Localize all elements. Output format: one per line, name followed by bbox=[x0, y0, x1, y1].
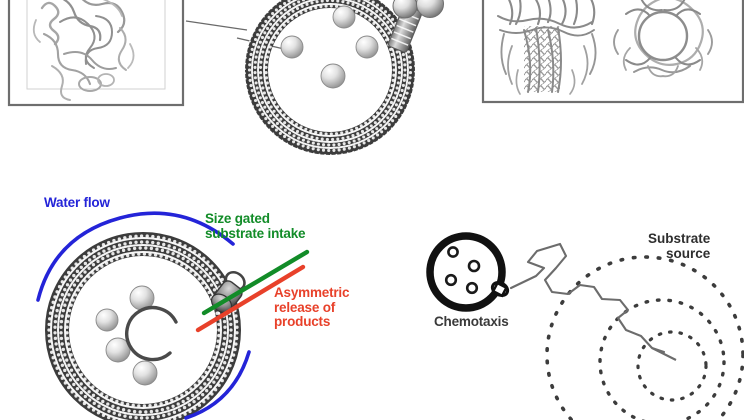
mech-sphere-2 bbox=[95, 308, 119, 332]
water-flow-arrow-top bbox=[36, 211, 233, 302]
product-release-arrow bbox=[195, 267, 303, 333]
enzyme-panel-inner-frame bbox=[26, 0, 166, 90]
chemotaxis-cargo-dots bbox=[444, 246, 481, 295]
mech-sphere-4 bbox=[132, 360, 158, 386]
chemotaxis-vesicle bbox=[426, 232, 510, 312]
polymersome-cross-section bbox=[245, 0, 444, 155]
gradient-ring-inner bbox=[636, 330, 708, 402]
label-chemotaxis: Chemotaxis bbox=[434, 314, 509, 329]
channel-panel-border bbox=[481, 0, 744, 104]
substrate-gradient-rings bbox=[545, 255, 744, 420]
external-sphere-2 bbox=[416, 0, 444, 18]
gradient-ring-outer bbox=[545, 255, 744, 420]
enzyme-structure-panel bbox=[7, 0, 185, 107]
gradient-ring-middle bbox=[598, 298, 726, 420]
mech-sphere-3 bbox=[105, 337, 131, 363]
label-water-flow: Water flow bbox=[44, 195, 110, 210]
label-size-gated-substrate-intake: Size gated substrate intake bbox=[205, 211, 306, 241]
lumen-sphere-2 bbox=[280, 35, 304, 59]
channel-structure-panel bbox=[481, 0, 744, 104]
random-walk-path bbox=[509, 242, 676, 360]
enzyme-ribbon-icon bbox=[32, 0, 135, 101]
chemotaxis-channel-icon bbox=[490, 281, 510, 298]
substrate-source-line-2: source bbox=[666, 245, 711, 261]
lumen-sphere-1 bbox=[332, 5, 356, 29]
water-flow-arrow-right bbox=[184, 352, 249, 420]
chemotaxis-membrane bbox=[426, 232, 506, 312]
nanoreactor-mechanism bbox=[45, 232, 246, 420]
membrane-bilayer-band bbox=[245, 0, 415, 155]
channel-top-view-icon bbox=[613, 0, 713, 78]
lumen-sphere-3 bbox=[355, 35, 379, 59]
lumen-sphere-4 bbox=[320, 63, 346, 89]
channel-side-view-icon bbox=[497, 0, 597, 95]
label-asymmetric-release-of-products: Asymmetric release of products bbox=[274, 285, 350, 330]
random-walk-arrowhead bbox=[651, 348, 676, 360]
internal-rotation-arrow bbox=[125, 305, 176, 360]
water-flow-arrows bbox=[36, 211, 249, 420]
substrate-source-line-1: Substrate bbox=[648, 231, 711, 246]
